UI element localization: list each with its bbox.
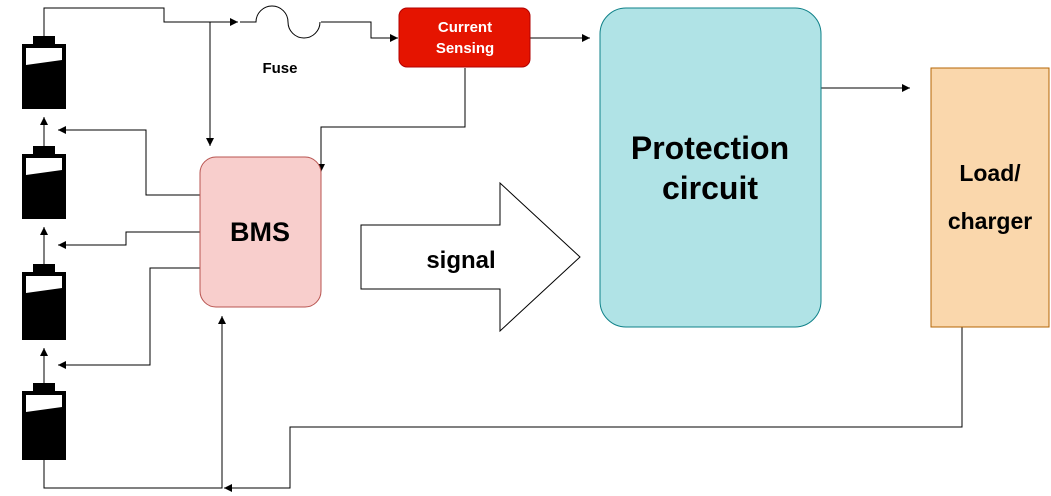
signal-label: signal <box>426 247 495 274</box>
load-label-2: charger <box>948 208 1032 234</box>
protection-label-2: circuit <box>662 170 758 206</box>
battery-icon-4 <box>22 383 66 460</box>
protection-circuit-block: Protection circuit <box>599 7 822 328</box>
battery-icon-2 <box>22 146 66 219</box>
battery-icon-1 <box>22 36 66 109</box>
bms-label: BMS <box>230 217 290 247</box>
power-path-lines <box>43 7 910 146</box>
protection-label-1: Protection <box>631 130 789 166</box>
signal-arrow: signal <box>360 181 581 333</box>
load-charger-block: Load/ charger <box>930 67 1050 328</box>
bms-cell-monitor-lines <box>58 126 200 369</box>
block-arrow-icon <box>360 181 581 333</box>
current-sense-feed-line <box>317 68 466 172</box>
load-label-1: Load/ <box>959 160 1021 186</box>
fuse-icon <box>240 5 321 39</box>
fuse-label: Fuse <box>262 60 297 77</box>
battery-icon-3 <box>22 264 66 340</box>
current-sensing-block: Current Sensing <box>398 7 531 68</box>
bms-block: BMS <box>199 156 322 308</box>
return-path-lines <box>43 316 963 492</box>
current-sensing-label-2: Sensing <box>436 40 494 57</box>
current-sensing-label-1: Current <box>438 19 492 36</box>
